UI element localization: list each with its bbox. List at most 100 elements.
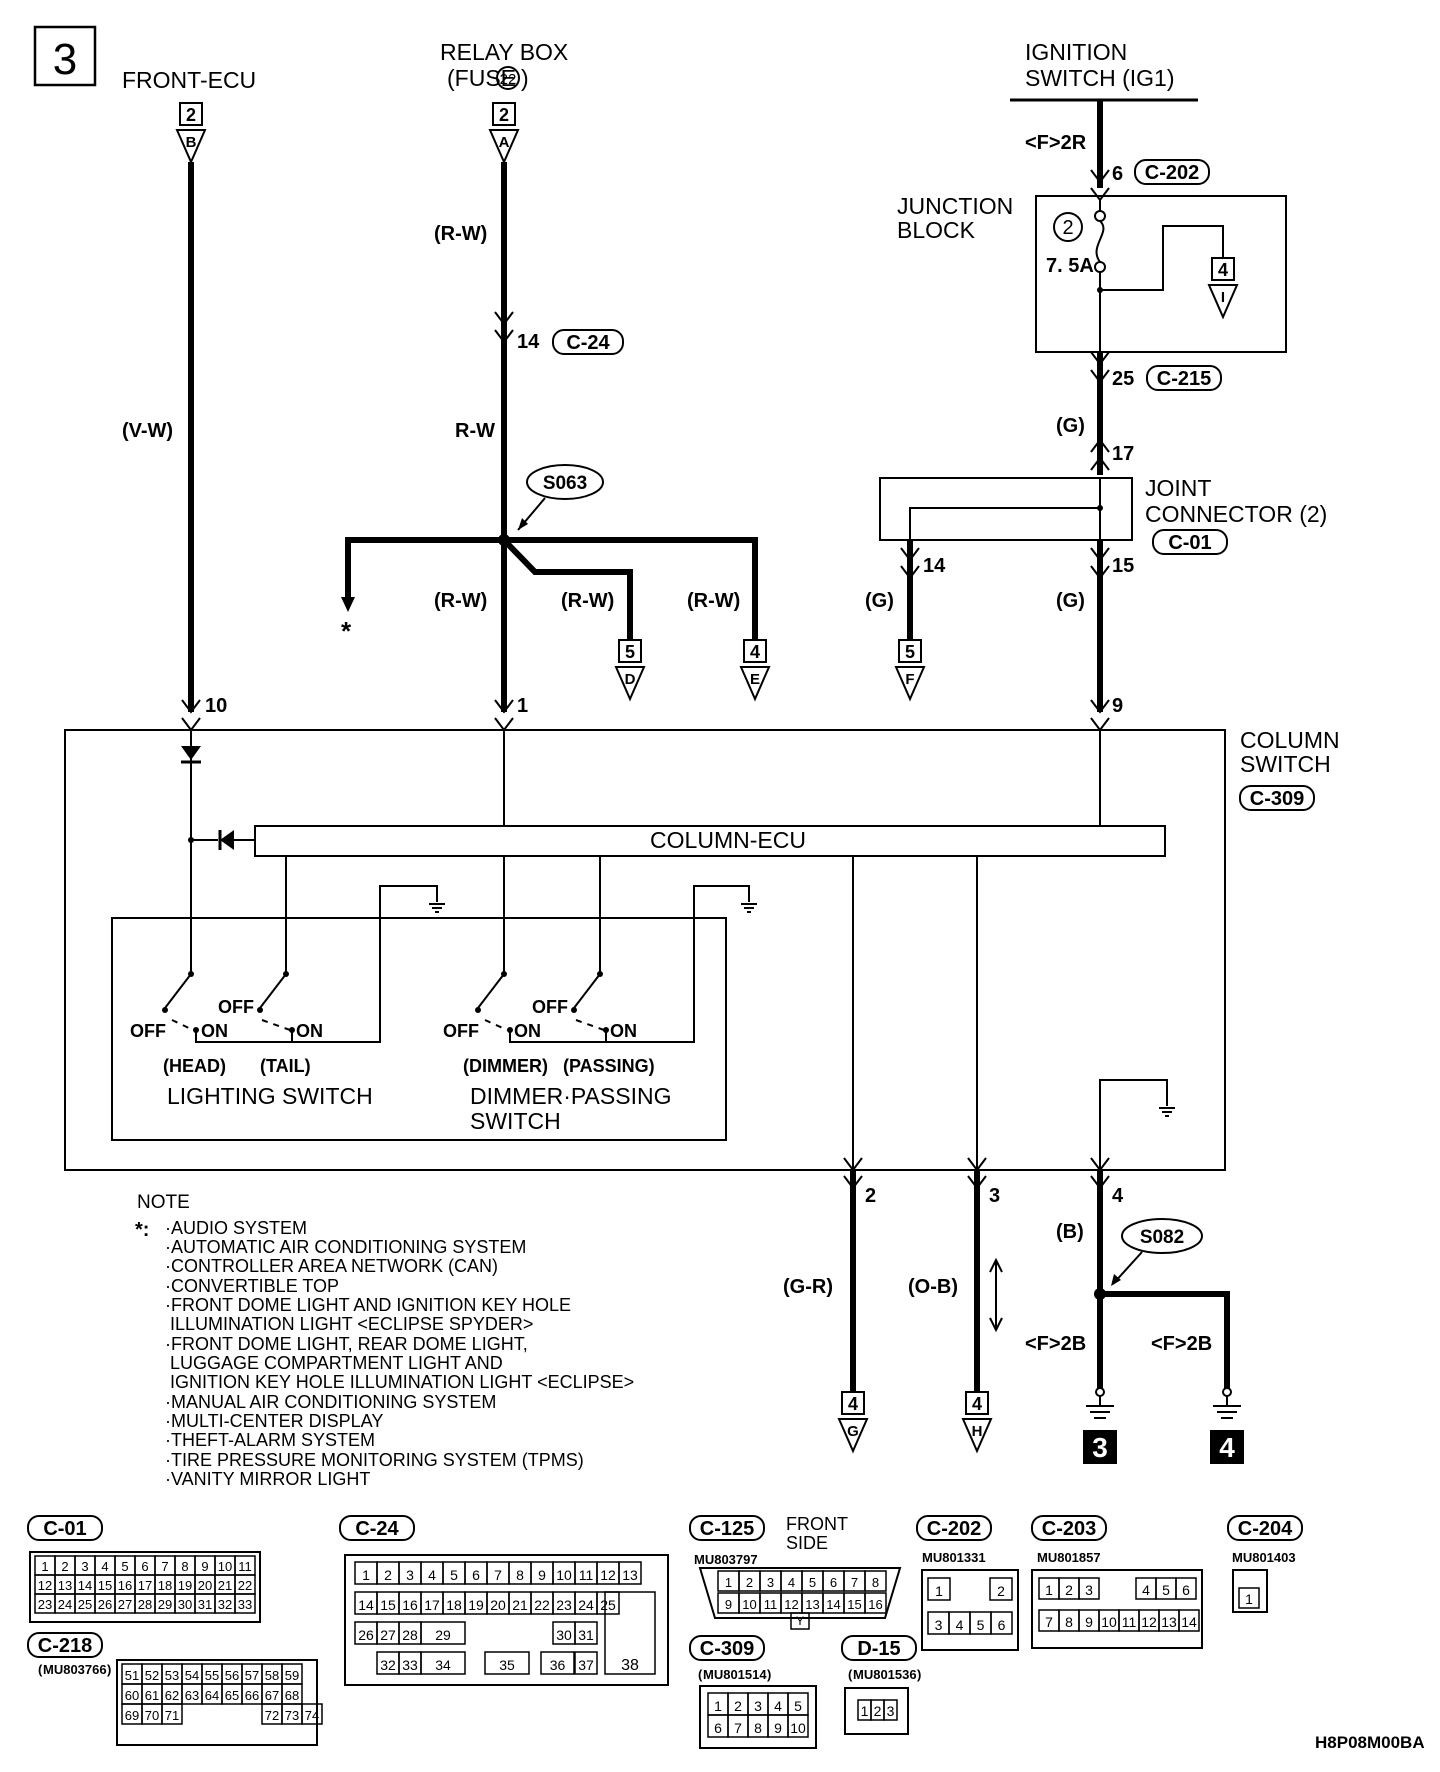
connector-pin-label: 1 — [714, 1698, 722, 1714]
connector-pin-label: 7 — [1045, 1614, 1053, 1630]
connector-pin-label: 6 — [472, 1567, 480, 1583]
connector-housing — [699, 1685, 817, 1749]
connector-pin — [1238, 1587, 1260, 1609]
connector-pin — [420, 1621, 466, 1645]
lighting-switch-label: LIGHTING SWITCH — [167, 1083, 373, 1109]
note-item: ·CONTROLLER AREA NETWORK (CAN) — [165, 1256, 498, 1276]
head-label: (HEAD) — [163, 1056, 226, 1076]
connector-pin-label: 3 — [81, 1559, 88, 1574]
connector-pin-label: 3 — [767, 1575, 774, 1590]
svg-text:A: A — [499, 134, 510, 151]
on4-label: ON — [610, 1021, 637, 1041]
pin9-label: 9 — [1112, 695, 1123, 717]
connector-pin — [990, 1611, 1013, 1635]
connector-pin-label: 31 — [578, 1627, 594, 1643]
g1-label: (G) — [1056, 415, 1085, 437]
column-switch-box — [64, 729, 1226, 1171]
g-terminal: 4 G — [837, 1391, 869, 1454]
rw2-label: R-W — [455, 420, 495, 442]
connector-pin-label: 13 — [1161, 1614, 1177, 1630]
g2-label: (G) — [865, 590, 894, 612]
pin14-label: 14 — [517, 331, 540, 353]
c01-tag-label: C-01 — [1168, 532, 1211, 554]
connector-pin-label: 27 — [118, 1597, 132, 1612]
junction-block-label-1: JUNCTION — [897, 193, 1013, 219]
pin14-arrow — [494, 311, 514, 344]
g3-label: (G) — [1056, 590, 1085, 612]
pin17-label: 17 — [1112, 443, 1134, 465]
connector-pin-label: 7 — [161, 1559, 168, 1574]
connector-pin-label: 14 — [1181, 1614, 1197, 1630]
ground4-branch — [1100, 1291, 1230, 1388]
h-terminal: 4 H — [961, 1391, 993, 1454]
connector-pin — [161, 1703, 183, 1725]
connector-pin-label: 13 — [805, 1597, 819, 1612]
svg-text:D: D — [625, 671, 636, 688]
bidirectional-arrow — [989, 1257, 1003, 1333]
relay-box-terminal: 2 A — [488, 102, 520, 165]
connector-pin-label: 18 — [158, 1578, 172, 1593]
connector-pin-label: 32 — [218, 1597, 232, 1612]
vw-label: (V-W) — [122, 420, 173, 442]
svg-text:MU801331: MU801331 — [922, 1550, 986, 1565]
connector-housing — [116, 1659, 318, 1746]
relay-box-close: ) — [521, 65, 529, 91]
connector-pin-label: 26 — [98, 1597, 112, 1612]
connector-pin — [574, 1621, 598, 1645]
off3-label: OFF — [443, 1021, 479, 1041]
connector-pin-label: 29 — [158, 1597, 172, 1612]
svg-text:SIDE: SIDE — [786, 1533, 828, 1553]
pin10-label: 10 — [205, 695, 227, 717]
connector-pin-label: 20 — [198, 1578, 212, 1593]
f2b1-label: <F>2B — [1025, 1333, 1086, 1355]
connector-pin-label: 5 — [977, 1617, 985, 1633]
fuse-number: 2 — [1062, 217, 1073, 239]
svg-text:FRONT: FRONT — [786, 1514, 848, 1534]
c202-tag-label: C-202 — [1145, 162, 1199, 184]
connector-pin-label: 18 — [446, 1597, 462, 1613]
connector-pin-label: 9 — [725, 1597, 732, 1612]
branch-e — [504, 537, 758, 640]
connector-pin — [301, 1703, 323, 1725]
svg-text:C-01: C-01 — [43, 1518, 86, 1540]
connector-pin-label: 10 — [1101, 1614, 1117, 1630]
svg-text:): ) — [917, 1667, 921, 1682]
svg-text:MU801857: MU801857 — [1037, 1550, 1101, 1565]
connector-housing — [344, 1554, 669, 1686]
switch-panel-box — [111, 917, 727, 1141]
c202-tag — [1134, 159, 1210, 185]
svg-text:D-15: D-15 — [857, 1638, 900, 1660]
connector-pin-label: 52 — [145, 1668, 159, 1683]
connector-pin-label: 12 — [38, 1578, 52, 1593]
rw4-label: (R-W) — [561, 590, 614, 612]
connector-pin-label: 73 — [285, 1708, 299, 1723]
pin3-label: 3 — [989, 1185, 1000, 1207]
connector-pin-label: 10 — [790, 1720, 806, 1736]
connector-pin-label: 9 — [538, 1567, 546, 1583]
passing-label: (PASSING) — [563, 1056, 655, 1076]
connector-pin-label: 1 — [41, 1559, 48, 1574]
fuse-symbol — [1095, 220, 1105, 263]
connector-pin-label: 1 — [1245, 1591, 1253, 1607]
svg-text:MU801536: MU801536 — [853, 1667, 917, 1682]
svg-text:C-202: C-202 — [927, 1518, 981, 1540]
dimmer-passing-label-1: DIMMER·PASSING — [470, 1083, 671, 1109]
joint-label-2: CONNECTOR (2) — [1145, 501, 1327, 527]
connector-pin-label: 9 — [774, 1720, 782, 1736]
connector-pin-label: 24 — [578, 1597, 594, 1613]
connector-pin-label: 3 — [1085, 1582, 1093, 1598]
connector-housing — [698, 1567, 902, 1619]
connector-pin — [1078, 1577, 1100, 1600]
connector-pin-label: 24 — [58, 1597, 72, 1612]
c24-tag — [552, 329, 624, 355]
connector-pin-label: 70 — [145, 1708, 159, 1723]
diagram-code: H8P08M00BA — [1315, 1733, 1425, 1752]
note-title: NOTE — [137, 1192, 190, 1213]
note-item: ·MANUAL AIR CONDITIONING SYSTEM — [165, 1392, 496, 1412]
on1-label: ON — [201, 1021, 228, 1041]
connector-pin-label: 17 — [424, 1597, 440, 1613]
connector-pin-label: 12 — [1141, 1614, 1157, 1630]
connector-pin-label: 6 — [830, 1575, 837, 1590]
connector-pin-label: 57 — [245, 1668, 259, 1683]
